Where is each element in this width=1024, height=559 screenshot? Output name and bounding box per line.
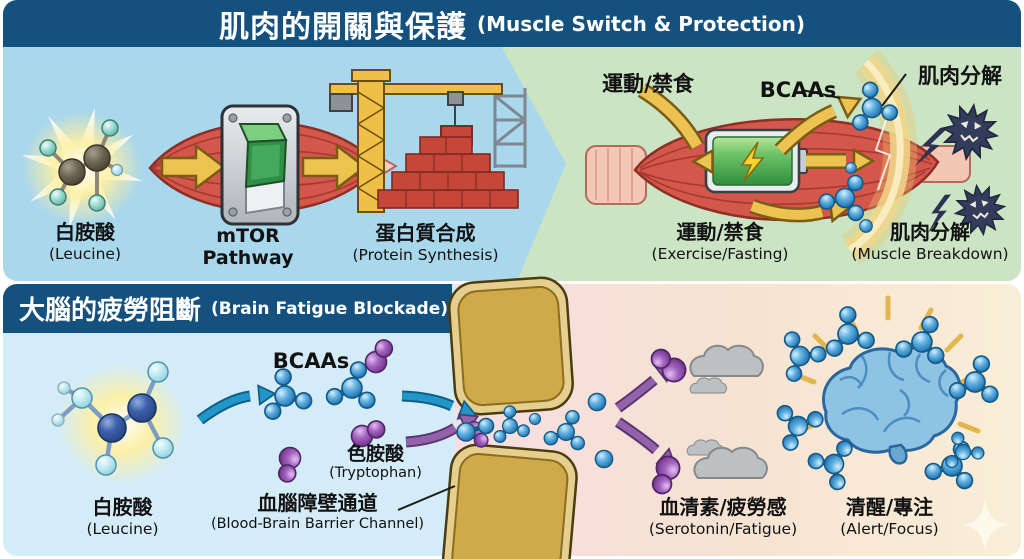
- breakdown-zh: 肌肉分解: [890, 220, 970, 244]
- serotonin-fatigue-label: 血清素/疲勞感 (Serotonin/Fatigue): [628, 495, 818, 538]
- leucine-zh: 白胺酸: [55, 220, 115, 244]
- serotonin-en: (Serotonin/Fatigue): [648, 519, 798, 538]
- leucine-label-brain: 白胺酸 (Leucine): [45, 495, 200, 538]
- exercise-fasting-top-label: 運動/禁食: [602, 72, 694, 96]
- mtor-line1: mTOR: [216, 225, 280, 247]
- mtor-label: mTOR Pathway: [196, 225, 300, 270]
- muscle-panel-header: 肌肉的開關與保護 (Muscle Switch & Protection): [3, 0, 1021, 47]
- bbb-label: 血腦障壁通道 (Blood-Brain Barrier Channel): [200, 491, 435, 533]
- leucine2-zh: 白胺酸: [92, 495, 153, 519]
- muscle-title-en: (Muscle Switch & Protection): [477, 11, 805, 36]
- muscle-breakdown-bottom-label: 肌肉分解 (Muscle Breakdown): [840, 220, 1020, 263]
- bbb-zh: 血腦障壁通道: [257, 491, 378, 515]
- muscle-breakdown-top-label: 肌肉分解: [918, 64, 1002, 88]
- muscle-title-zh: 肌肉的開關與保護: [219, 9, 468, 45]
- bbb-en: (Blood-Brain Barrier Channel): [210, 515, 425, 532]
- bcaas-label-brain: BCAAs: [272, 349, 350, 373]
- exercise-zh: 運動/禁食: [676, 220, 764, 244]
- tryptophan-en: (Tryptophan): [329, 465, 422, 482]
- alert-zh: 清醒/專注: [845, 495, 934, 519]
- brain-title-en: (Brain Fatigue Blockade): [211, 298, 448, 319]
- tryptophan-zh: 色胺酸: [346, 443, 404, 465]
- protein-zh: 蛋白質合成: [375, 221, 476, 245]
- tryptophan-label: 色胺酸 (Tryptophan): [318, 443, 433, 483]
- bcaas-label-muscle: BCAAs: [759, 78, 837, 102]
- mtor-line2: Pathway: [202, 247, 294, 270]
- breakdown-en: (Muscle Breakdown): [851, 244, 1009, 263]
- leucine-label-muscle: 白胺酸 (Leucine): [10, 220, 160, 263]
- alert-en: (Alert/Focus): [840, 519, 939, 538]
- brain-panel-header: 大腦的疲勞阻斷 (Brain Fatigue Blockade): [3, 284, 452, 333]
- exercise-fasting-bottom-label: 運動/禁食 (Exercise/Fasting): [640, 220, 800, 263]
- leucine2-en: (Leucine): [86, 519, 159, 538]
- serotonin-zh: 血清素/疲勞感: [659, 495, 787, 519]
- exercise-en: (Exercise/Fasting): [651, 244, 789, 263]
- protein-synthesis-label: 蛋白質合成 (Protein Synthesis): [338, 221, 513, 264]
- alert-focus-label: 清醒/專注 (Alert/Focus): [812, 495, 967, 538]
- protein-en: (Protein Synthesis): [352, 245, 499, 264]
- brain-title-zh: 大腦的疲勞阻斷: [19, 296, 202, 326]
- leucine-en: (Leucine): [48, 244, 121, 263]
